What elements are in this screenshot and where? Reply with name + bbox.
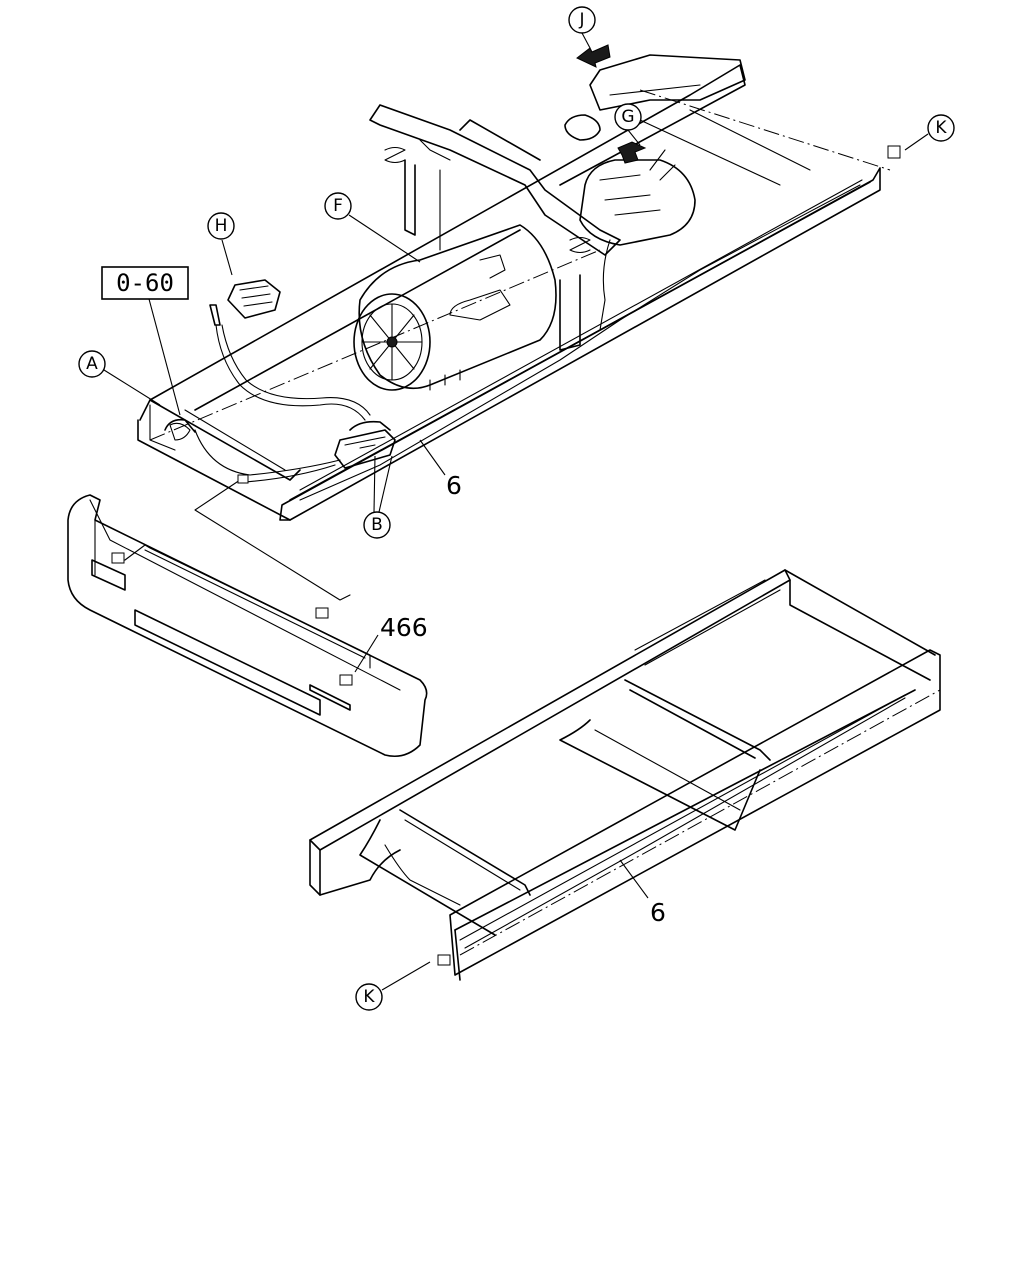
- callout-K-top-label: K: [935, 118, 947, 138]
- reference-box-0-60: 0-60: [101, 266, 189, 300]
- part-number-harness-upper: 6: [446, 471, 462, 500]
- callout-H: H: [207, 212, 235, 240]
- front-bumper: [67, 494, 428, 758]
- callout-H-label: H: [215, 216, 228, 236]
- arrow-g: [617, 141, 647, 164]
- callout-B-label: B: [371, 515, 383, 535]
- generator-unit: [353, 224, 557, 391]
- part-number-bumper-harness: 466: [380, 613, 428, 642]
- leader-lines: [103, 32, 929, 991]
- arrow-j: [576, 44, 611, 68]
- callout-J-label: J: [578, 10, 584, 30]
- callout-A-label: A: [86, 354, 98, 374]
- callout-G-label: G: [621, 107, 634, 127]
- transmission-unit: [579, 149, 696, 331]
- callout-F: F: [324, 192, 352, 220]
- part-number-harness-lower: 6: [650, 898, 666, 927]
- wiring-harness-front: [164, 279, 396, 601]
- callout-F-label: F: [333, 196, 343, 216]
- clip-top-right: [887, 145, 901, 159]
- lower-chassis-frame: [309, 569, 941, 981]
- callout-J: J: [568, 6, 596, 34]
- callout-K-top: K: [927, 114, 955, 142]
- upper-chassis-frame: [137, 54, 891, 521]
- reference-box-label: 0-60: [116, 269, 174, 297]
- callout-G: G: [614, 103, 642, 131]
- callout-K-bottom-label: K: [363, 987, 375, 1007]
- direction-arrows: [576, 44, 647, 164]
- callout-B: B: [363, 511, 391, 539]
- callout-K-bottom: K: [355, 983, 383, 1011]
- callout-A: A: [78, 350, 106, 378]
